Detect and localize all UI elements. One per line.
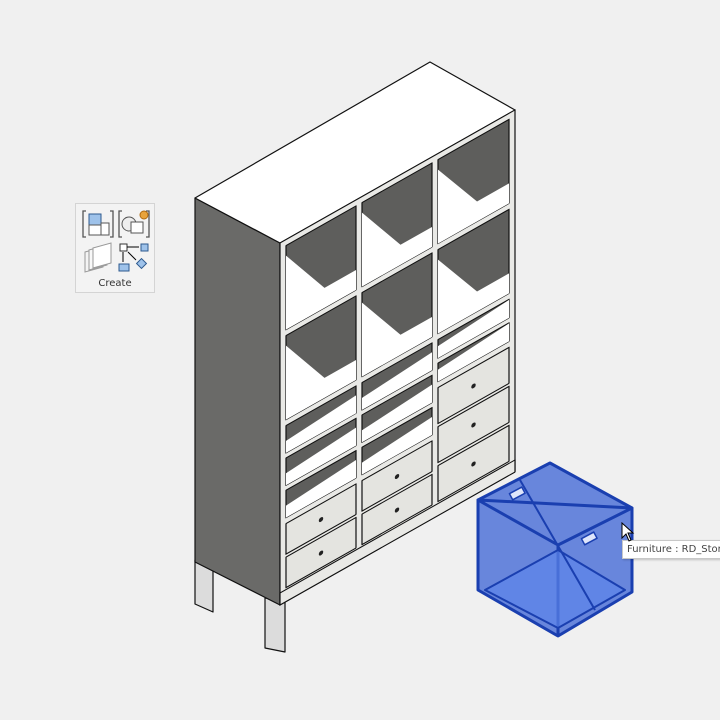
model-in-place-icon (82, 210, 114, 238)
storage-box-selected[interactable] (476, 461, 634, 638)
drawer-knob (471, 383, 476, 389)
create-family-button[interactable] (117, 208, 151, 240)
leg-front (264, 597, 286, 653)
element-tooltip: Furniture : RD_Stor (622, 540, 720, 559)
drawer-knob (394, 507, 400, 513)
mouse-cursor-icon (621, 522, 635, 542)
assembly-icon (118, 243, 149, 272)
create-panel-label: Create (98, 278, 132, 289)
drawer-knob (471, 422, 476, 428)
parts-icon (84, 242, 112, 273)
drawer-knob (471, 461, 476, 467)
create-family-icon (118, 210, 150, 238)
drawer-knob (394, 474, 400, 480)
drawer-knob (318, 517, 324, 523)
assembly-button[interactable] (117, 242, 151, 274)
create-ribbon-panel: Create (75, 203, 155, 293)
parts-button[interactable] (81, 242, 115, 274)
drawer-knob (318, 550, 324, 556)
model-in-place-button[interactable] (81, 208, 115, 240)
side-panel (194, 197, 281, 606)
bookshelf-model[interactable] (194, 61, 516, 653)
